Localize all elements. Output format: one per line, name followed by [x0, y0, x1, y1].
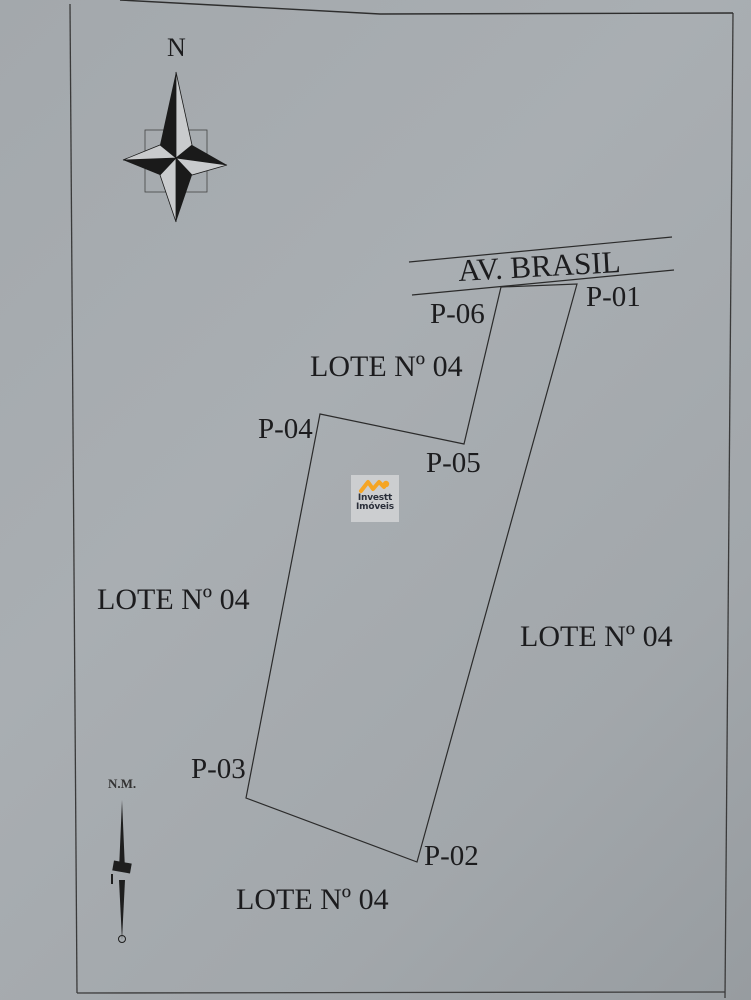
- logo-roof-icon: [359, 480, 390, 493]
- frame-right-border: [724, 12, 734, 999]
- vertex-label-p05: P-05: [426, 447, 481, 479]
- compass-rose-icon: [122, 71, 228, 223]
- frame-bottom-border: [76, 991, 726, 994]
- vertex-label-p02: P-02: [424, 840, 479, 872]
- vertex-label-p03: P-03: [191, 753, 246, 785]
- vertex-label-p01: P-01: [586, 281, 641, 313]
- logo-text-line2: Imóveis: [356, 502, 394, 512]
- vertex-label-p04: P-04: [258, 413, 313, 445]
- lot-boundary-polygon: [245, 283, 578, 863]
- neighbor-lot-west: LOTE Nº 04: [97, 583, 250, 616]
- logo-text-line1: Investt: [357, 493, 393, 503]
- watermark-logo: Investt Imóveis: [351, 475, 399, 522]
- frame-top-border: [119, 0, 734, 15]
- vertex-label-p06: P-06: [430, 298, 485, 330]
- avenue-bottom-line: [411, 269, 675, 296]
- neighbor-lot-south: LOTE Nº 04: [236, 883, 389, 916]
- frame-left-border: [69, 3, 78, 994]
- magnetic-north-label: N.M.: [108, 776, 137, 791]
- magnetic-north-arrow-icon: [111, 800, 132, 943]
- north-letter: N: [167, 33, 186, 62]
- street-name: AV. BRASIL: [457, 243, 622, 288]
- avenue-top-line: [408, 236, 673, 263]
- neighbor-lot-east: LOTE Nº 04: [520, 620, 673, 653]
- neighbor-lot-north: LOTE Nº 04: [310, 350, 463, 383]
